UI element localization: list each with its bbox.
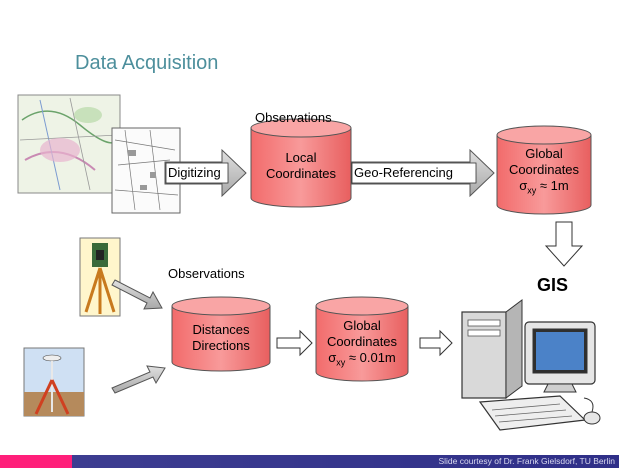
arrow-gps-to-distances (111, 365, 166, 394)
down-arrow-to-gis (544, 221, 584, 267)
digitizing-arrow (164, 148, 247, 198)
local-coordinates-label: Local Coordinates (251, 150, 351, 182)
sigma-subscript: xy (527, 185, 537, 196)
arrow-total-station-to-distances (111, 279, 163, 310)
global-coordinates-cylinder-top (496, 125, 592, 215)
sigma-symbol: σ (519, 178, 528, 193)
local-coordinates-cylinder (250, 118, 352, 208)
georeferencing-arrow (351, 148, 495, 198)
total-station-photo (79, 237, 121, 317)
slide-title: Data Acquisition (75, 52, 219, 74)
arrow-to-computer (419, 329, 453, 357)
footer-accent (0, 455, 72, 468)
distances-directions-label: Distances Directions (172, 322, 270, 354)
local-db-line1: Local (285, 150, 317, 165)
gps-receiver-photo (23, 347, 85, 417)
sigma-subscript: xy (336, 357, 346, 368)
global-top-line1: Global (525, 146, 563, 161)
global-bottom-accuracy: σxy ≈ 0.01m (316, 350, 408, 371)
footer-bar (0, 455, 619, 468)
georeferencing-label: Geo-Referencing (354, 165, 453, 180)
slide-credit: Slide courtesy of Dr. Frank Gielsdorf, T… (438, 456, 615, 466)
directions-line: Directions (192, 338, 250, 353)
global-top-line2: Coordinates (508, 162, 580, 177)
global-top-accuracy: σxy ≈ 1m (497, 178, 591, 199)
distances-directions-cylinder (171, 296, 271, 372)
arrow-to-global-bottom (276, 329, 313, 357)
global-coordinates-cylinder-bottom (315, 296, 409, 382)
local-db-line2: Coordinates (265, 166, 337, 181)
global-coordinates-top-label: Global Coordinates σxy ≈ 1m (497, 146, 591, 199)
digitizing-label: Digitizing (168, 165, 221, 180)
gis-label: GIS (537, 275, 569, 295)
map-thumbnail-color (17, 94, 121, 194)
computer-icon (461, 299, 601, 431)
accuracy-value: ≈ 0.01m (345, 350, 396, 365)
global-coordinates-bottom-label: Global Coordinates σxy ≈ 0.01m (316, 318, 408, 371)
global-bottom-line1: Global (343, 318, 381, 333)
distances-line: Distances (192, 322, 250, 337)
global-bottom-line2: Coordinates (326, 334, 398, 349)
sigma-symbol: σ (328, 350, 337, 365)
observations-label-mid: Observations (168, 266, 245, 281)
accuracy-value: ≈ 1m (536, 178, 569, 193)
observations-label-top: Observations (255, 110, 332, 125)
